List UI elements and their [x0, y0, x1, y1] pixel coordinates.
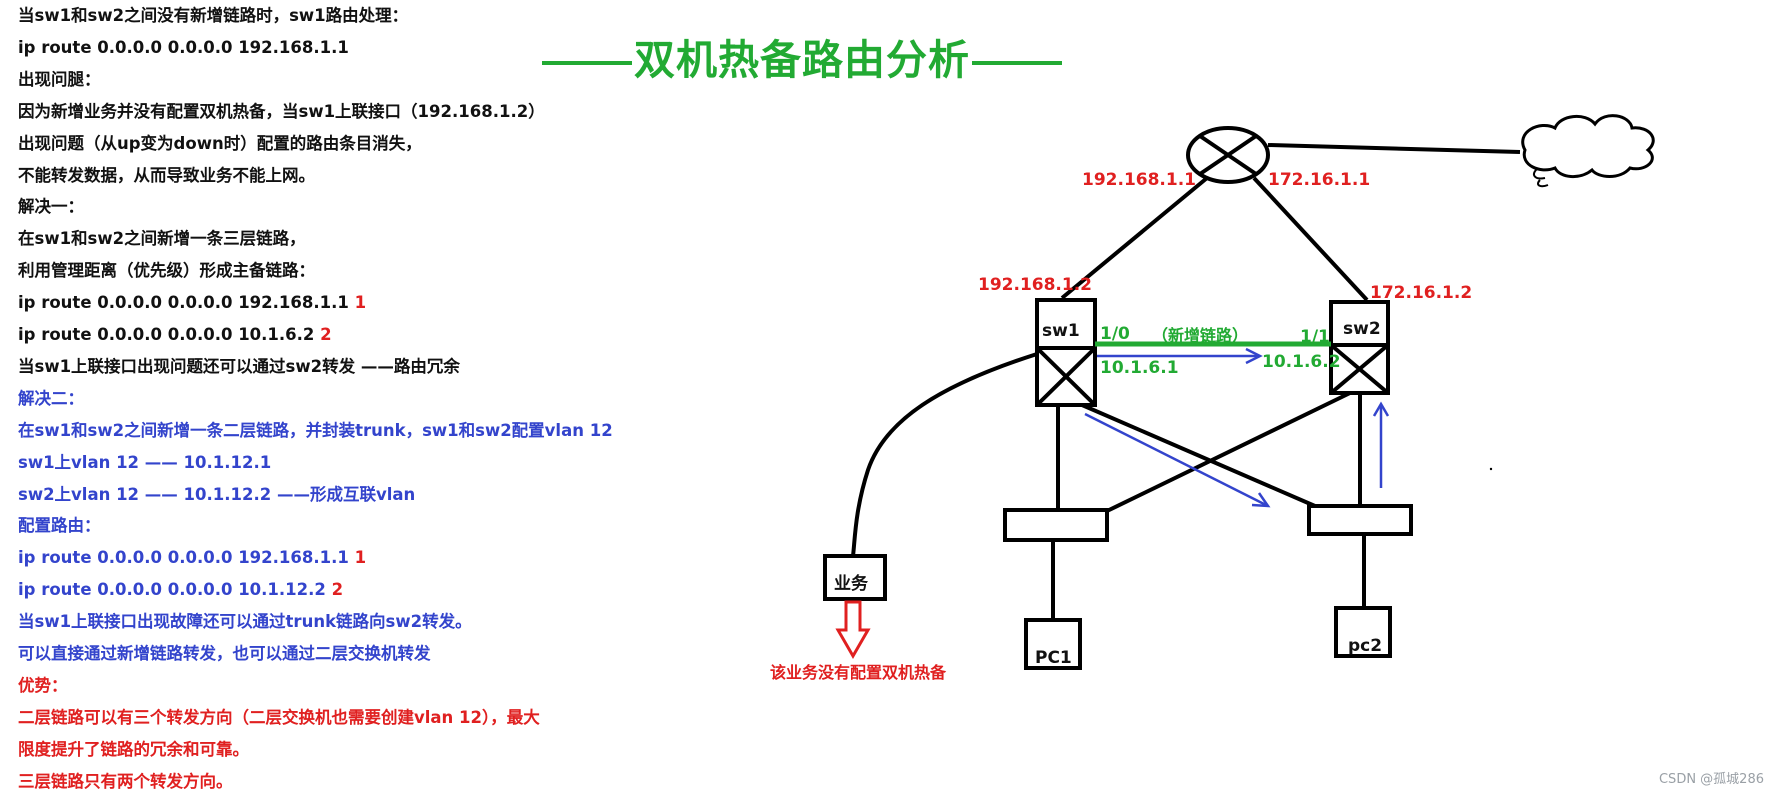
sw1-port-label: 1/0: [1100, 324, 1130, 344]
pc2-box: [1334, 606, 1392, 658]
note-text: 当sw1和sw2之间没有新增链路时，sw1路由处理：: [18, 6, 409, 25]
note-text: ip route 0.0.0.0 0.0.0.0 192.168.1.1: [18, 37, 349, 57]
note-text: sw1上vlan 12 —— 10.1.12.1: [18, 452, 272, 472]
note-text: ip route 0.0.0.0 0.0.0.0 10.1.12.2: [18, 580, 332, 600]
note-line: 在sw1和sw2之间新增一条三层链路，: [18, 229, 306, 249]
arrow-diagonal-icon: [1084, 412, 1271, 508]
note-text: 解决二：: [18, 388, 84, 408]
pc1-label: PC1: [1035, 648, 1072, 668]
note-text: 出现问题（从up变为down时）配置的路由条目消失，: [18, 133, 422, 153]
priority-number: 1: [354, 293, 367, 313]
note-text: sw2上vlan 12 —— 10.1.12.2 ——形成互联vlan: [18, 484, 416, 504]
title-dash-left: [542, 61, 632, 65]
note-text: 解决一：: [18, 197, 84, 217]
page-title: 双机热备路由分析: [540, 26, 1080, 86]
title-dash-right: [972, 61, 1062, 65]
priority-number: 2: [320, 325, 332, 344]
router-ip-left-label: 192.168.1.1: [1082, 170, 1196, 190]
router-icon: [1186, 126, 1270, 184]
note-text: 当sw1上联接口出现故障还可以通过trunk链路向sw2转发。: [18, 612, 472, 632]
note-line: 出现问题（从up变为down时）配置的路由条目消失，: [18, 134, 422, 154]
sw1-uplink-ip-label: 192.168.1.2: [978, 275, 1092, 295]
arrow-sw1-to-sw2-icon: [1097, 347, 1263, 365]
note-line: 优势：: [18, 676, 68, 696]
note-text: ip route 0.0.0.0 0.0.0.0 192.168.1.1: [18, 293, 355, 313]
note-text: 三层链路只有两个转发方向。: [18, 771, 233, 791]
note-line: ip route 0.0.0.0 0.0.0.0 192.168.1.1 1: [18, 293, 366, 313]
note-line: ip route 0.0.0.0 0.0.0.0 10.1.12.2 2: [18, 580, 343, 600]
note-line: sw1上vlan 12 —— 10.1.12.1: [18, 453, 271, 473]
sw1-switch: [1035, 298, 1097, 407]
sw1-service-link: [851, 352, 1038, 557]
note-line: ip route 0.0.0.0 0.0.0.0 192.168.1.1 1: [18, 548, 366, 568]
note-line: 出现问腿：: [18, 70, 101, 90]
note-text: 配置路由：: [18, 516, 101, 536]
note-text: 出现问腿：: [18, 69, 101, 89]
note-text: 因为新增业务并没有配置双机热备，当sw1上联接口（192.168.1.2）: [18, 101, 545, 121]
note-line: 二层链路可以有三个转发方向（二层交换机也需要创建vlan 12），最大: [18, 708, 540, 728]
router-ip-right-label: 172.16.1.1: [1268, 170, 1370, 190]
note-line: ip route 0.0.0.0 0.0.0.0 192.168.1.1: [18, 38, 349, 58]
sw1-link-ip-label: 10.1.6.1: [1100, 358, 1179, 378]
note-line: 可以直接通过新增链路转发，也可以通过二层交换机转发: [18, 644, 431, 664]
new-link-label: （新增链路）: [1152, 326, 1248, 345]
note-text: 在sw1和sw2之间新增一条二层链路，并封装trunk，sw1和sw2配置vla…: [18, 420, 613, 440]
note-line: 解决二：: [18, 389, 84, 409]
sw2-label: sw2: [1343, 319, 1381, 339]
service-box: [823, 554, 887, 601]
title-text: 双机热备路由分析: [634, 36, 970, 84]
router-sw1-link: [1060, 176, 1209, 300]
arrow-up-icon: [1372, 401, 1390, 488]
priority-number: 2: [331, 580, 344, 600]
note-text: 利用管理距离（优先级）形成主备链路：: [18, 261, 315, 281]
note-line: 不能转发数据，从而导致业务不能上网。: [18, 166, 315, 186]
sw2-link-ip-label: 10.1.6.2: [1262, 352, 1341, 372]
router-cloud-link: [1267, 143, 1521, 154]
pc1-box: [1024, 618, 1082, 670]
note-text: ip route 0.0.0.0 0.0.0.0 10.1.6.2: [18, 325, 321, 344]
note-text: 限度提升了链路的冗余和可靠。: [18, 739, 249, 759]
note-line: 配置路由：: [18, 516, 101, 536]
sw2-port-label: 1/1: [1300, 327, 1330, 347]
note-text: 二层链路可以有三个转发方向（二层交换机也需要创建vlan 12），最大: [18, 707, 540, 727]
sw2-switch: [1329, 300, 1390, 395]
router-sw2-link: [1252, 176, 1369, 302]
access-switch-left: [1003, 508, 1109, 542]
service-down-arrow-icon: [835, 600, 871, 660]
note-line: 当sw1上联接口出现问题还可以通过sw2转发 ——路由冗余: [18, 357, 460, 377]
sw1-label: sw1: [1042, 321, 1080, 341]
note-text: 在sw1和sw2之间新增一条三层链路，: [18, 229, 306, 249]
note-text: 优势：: [18, 675, 68, 695]
note-line: 解决一：: [18, 197, 84, 217]
cloud-icon: [1521, 114, 1655, 178]
note-line: 利用管理距离（优先级）形成主备链路：: [18, 261, 315, 281]
note-line: 因为新增业务并没有配置双机热备，当sw1上联接口（192.168.1.2）: [18, 102, 545, 122]
note-line: 限度提升了链路的冗余和可靠。: [18, 740, 249, 760]
note-text: 可以直接通过新增链路转发，也可以通过二层交换机转发: [18, 644, 431, 663]
priority-number: 1: [354, 548, 367, 568]
access-switch-right: [1307, 504, 1413, 536]
note-line: 三层链路只有两个转发方向。: [18, 772, 233, 792]
note-text: 当sw1上联接口出现问题还可以通过sw2转发 ——路由冗余: [18, 356, 460, 376]
service-note-label: 该业务没有配置双机热备: [770, 663, 947, 682]
watermark: CSDN @孤城286: [1658, 772, 1764, 787]
service-label: 业务: [834, 573, 869, 594]
note-line: sw2上vlan 12 —— 10.1.12.2 ——形成互联vlan: [18, 485, 415, 505]
sw2-uplink-ip-label: 172.16.1.2: [1370, 283, 1472, 303]
pc2-label: pc2: [1348, 636, 1382, 656]
note-text: 不能转发数据，从而导致业务不能上网。: [18, 165, 315, 185]
note-line: ip route 0.0.0.0 0.0.0.0 10.1.6.2 2: [18, 325, 332, 345]
note-line: 当sw1和sw2之间没有新增链路时，sw1路由处理：: [18, 6, 408, 26]
note-line: 当sw1上联接口出现故障还可以通过trunk链路向sw2转发。: [18, 612, 472, 632]
note-text: ip route 0.0.0.0 0.0.0.0 192.168.1.1: [18, 548, 355, 568]
note-line: 在sw1和sw2之间新增一条二层链路，并封装trunk，sw1和sw2配置vla…: [18, 421, 613, 441]
